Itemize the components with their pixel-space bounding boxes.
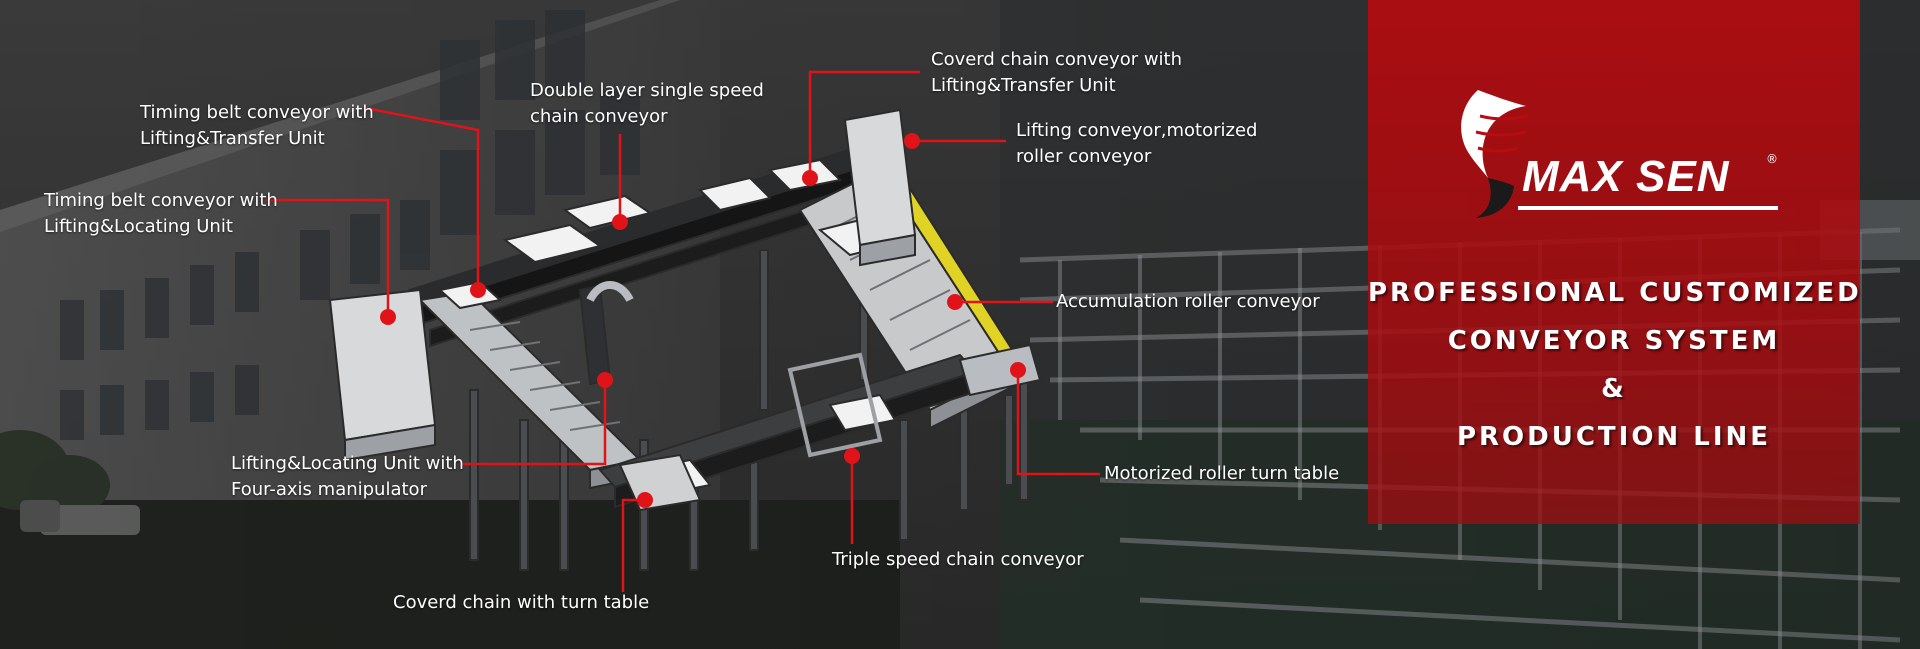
callout-accumulation-roller: Accumulation roller conveyor: [1056, 289, 1320, 315]
registered-mark: ®: [1766, 152, 1778, 166]
callout-line2: Four-axis manipulator: [231, 479, 427, 500]
callout-line1: Triple speed chain conveyor: [832, 549, 1084, 570]
callout-line1: Double layer single speed: [530, 80, 764, 101]
callout-line1: Coverd chain conveyor with: [931, 49, 1183, 70]
callout-line1: Lifting conveyor,motorized: [1016, 120, 1258, 141]
callout-line1: Timing belt conveyor with: [140, 102, 374, 123]
callout-line1: Accumulation roller conveyor: [1056, 291, 1320, 312]
headline-line3: &: [1601, 374, 1627, 404]
callout-line2: Lifting&Locating Unit: [44, 216, 233, 237]
callout-motorized-turn-table: Motorized roller turn table: [1104, 461, 1339, 487]
callout-double-layer-chain: Double layer single speed chain conveyor: [530, 78, 764, 130]
callout-coverd-chain-turn-table: Coverd chain with turn table: [393, 590, 649, 616]
callout-line2: chain conveyor: [530, 106, 668, 127]
callout-timing-belt-lifting-locating: Timing belt conveyor with Lifting&Locati…: [44, 188, 278, 240]
logo-underline: [1518, 206, 1778, 210]
callout-lifting-locating-manipulator: Lifting&Locating Unit with Four-axis man…: [231, 451, 464, 503]
headline-line4: PRODUCTION LINE: [1456, 422, 1772, 452]
brand-logo-text: MAX SEN: [1522, 152, 1730, 201]
callout-line2: Lifting&Transfer Unit: [140, 128, 325, 149]
wing-logo-icon: [1461, 90, 1529, 218]
callout-timing-belt-lifting-transfer: Timing belt conveyor with Lifting&Transf…: [140, 100, 374, 152]
callout-line1: Timing belt conveyor with: [44, 190, 278, 211]
callout-line1: Coverd chain with turn table: [393, 592, 650, 613]
callout-coverd-chain-lifting-transfer: Coverd chain conveyor with Lifting&Trans…: [931, 47, 1182, 99]
callout-lifting-motorized-roller: Lifting conveyor,motorized roller convey…: [1016, 118, 1257, 170]
callout-line2: Lifting&Transfer Unit: [931, 75, 1116, 96]
callout-line2: roller conveyor: [1016, 146, 1152, 167]
callout-line1: Motorized roller turn table: [1104, 463, 1340, 484]
callout-line1: Lifting&Locating Unit with: [231, 453, 464, 474]
headline-line1: PROFESSIONAL CUSTOMIZED: [1368, 278, 1862, 308]
headline-line2: CONVEYOR SYSTEM: [1447, 326, 1781, 356]
callout-triple-speed-chain: Triple speed chain conveyor: [832, 547, 1084, 573]
brand-panel: MAX SEN ® PROFESSIONAL CUSTOMIZED CONVEY…: [1368, 0, 1860, 524]
